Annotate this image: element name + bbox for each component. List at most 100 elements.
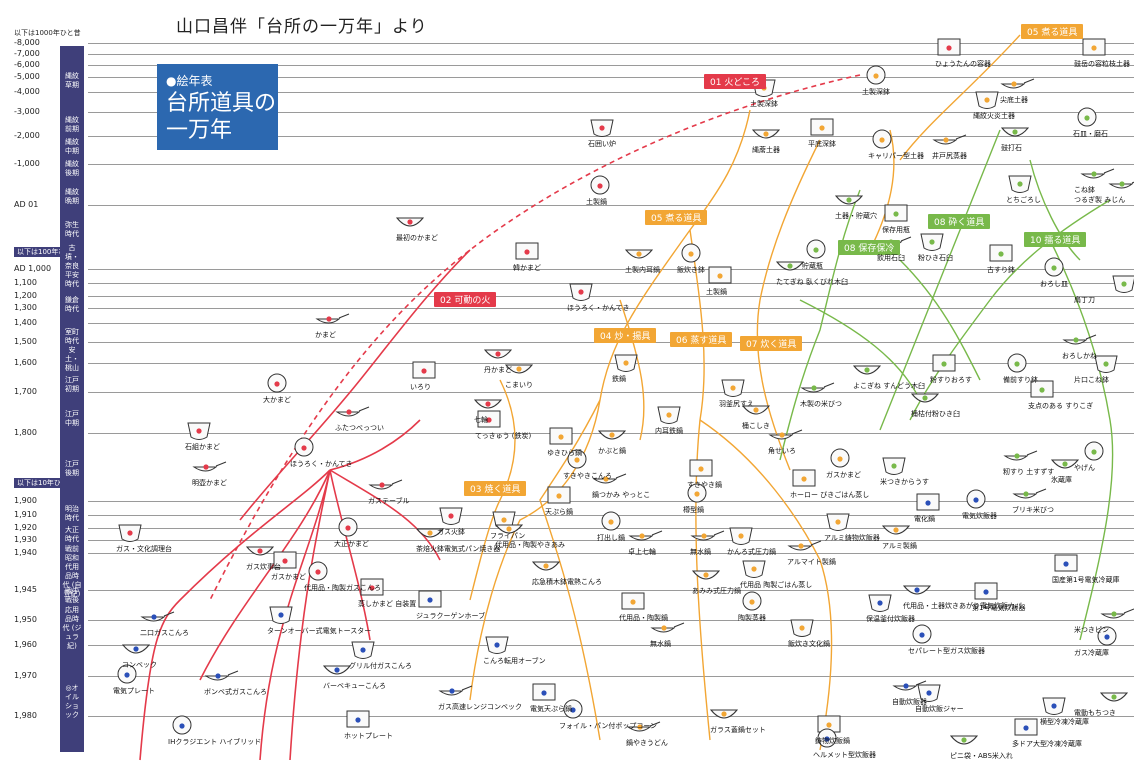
item-sketch xyxy=(882,457,906,475)
item-sketch xyxy=(806,239,826,259)
item-sketch xyxy=(477,410,501,428)
item-sketch xyxy=(192,461,227,472)
item-label: すきやき鍋 xyxy=(687,481,722,489)
item-label: 代用品・陶製ガスこんろ xyxy=(304,584,381,592)
item-sketch xyxy=(810,118,834,136)
item-label: 土製鍋 xyxy=(706,288,727,296)
item-label: 土製深鉢 xyxy=(862,88,890,96)
item-sketch xyxy=(884,204,908,222)
item-sketch xyxy=(1094,355,1118,373)
year-label: 1,960 xyxy=(14,640,37,649)
item-label: すきやきこんろ xyxy=(563,472,612,480)
item-label: コンベック xyxy=(122,661,157,669)
year-gridline xyxy=(88,283,1134,284)
item-sketch xyxy=(775,261,805,271)
item-label: 代用品・陶製やきあみ xyxy=(495,541,565,549)
item-sketch xyxy=(395,217,425,227)
item-sketch xyxy=(1012,488,1047,499)
item-sketch xyxy=(830,448,850,468)
item-sketch xyxy=(140,611,175,622)
item-label: 電気炊飯器 xyxy=(962,512,997,520)
item-label: かぶと鍋 xyxy=(598,447,626,455)
item-label: 韓かまど xyxy=(513,264,541,272)
year-label: 1,900 xyxy=(14,496,37,505)
item-label: 電気天ぷら鍋 xyxy=(530,705,572,713)
item-sketch xyxy=(473,399,503,409)
year-label: 1,600 xyxy=(14,358,37,367)
item-label: 氷蔵庫 xyxy=(1051,476,1072,484)
item-sketch xyxy=(742,591,762,611)
item-label: 飯炊き鉢 xyxy=(677,266,705,274)
item-label: IHクラジエント ハイブリッド xyxy=(168,738,262,746)
item-label: 保存用瓶 xyxy=(882,226,910,234)
item-sketch xyxy=(569,283,593,301)
item-label: フライパン xyxy=(490,532,526,540)
item-label: ひょうたんの容器 xyxy=(935,60,991,68)
item-sketch xyxy=(741,405,771,415)
item-label: ゆきひら鍋 xyxy=(547,449,582,457)
item-sketch xyxy=(346,710,370,728)
item-sketch xyxy=(485,636,509,654)
item-label: こんろ転用オーブン xyxy=(483,657,546,665)
item-sketch xyxy=(687,483,707,503)
item-sketch xyxy=(787,540,822,551)
item-sketch xyxy=(547,486,571,504)
item-label: 丹かまど xyxy=(484,366,512,374)
item-label: 大かまど xyxy=(263,396,291,404)
category-label-10: 10 擂る道具 xyxy=(1024,232,1087,247)
item-label: ホットプレート xyxy=(344,732,393,740)
item-label: ガスかまど xyxy=(271,573,306,581)
year-label: -7,000 xyxy=(14,49,40,58)
item-label: 羽釜尻すえ xyxy=(719,400,754,408)
item-sketch xyxy=(1008,175,1032,193)
year-label: 1,945 xyxy=(14,585,37,594)
year-label: 1,950 xyxy=(14,615,37,624)
item-label: アルミ鋳物炊飯器 xyxy=(824,534,880,542)
year-gridline xyxy=(88,205,1134,206)
item-sketch xyxy=(729,527,753,545)
item-label: 桶こしき xyxy=(742,422,770,430)
item-label: ヘルメット型炊飯器 xyxy=(813,751,876,759)
item-label: 横型冷凍冷蔵庫 xyxy=(1040,718,1089,726)
item-sketch xyxy=(920,233,944,251)
category-label-06: 06 蒸す道具 xyxy=(670,332,733,347)
item-label: ガス冷蔵庫 xyxy=(1074,649,1109,657)
year-label: -8,000 xyxy=(14,38,40,47)
item-label: 自動炊飯器 xyxy=(892,698,927,706)
item-label: 無水鍋 xyxy=(690,548,711,556)
item-sketch xyxy=(504,364,534,374)
item-sketch xyxy=(1050,459,1080,469)
category-label-08a: 08 保存保冷 xyxy=(838,240,901,255)
item-sketch xyxy=(800,382,835,393)
item-sketch xyxy=(966,489,986,509)
item-sketch xyxy=(415,528,445,538)
item-sketch xyxy=(657,406,681,424)
item-label: キャリパー型土器 xyxy=(868,152,924,160)
chart-title-box: ●絵年表 台所道具の一万年 xyxy=(157,64,278,150)
year-label: -6,000 xyxy=(14,60,40,69)
period-label: 縄紋晩期 xyxy=(65,188,79,205)
item-sketch xyxy=(245,546,275,556)
item-sketch xyxy=(650,622,685,633)
period-label: 代用品時代 (自登紀) xyxy=(62,563,82,598)
item-sketch xyxy=(826,513,850,531)
item-label: 縄蓆土器 xyxy=(752,146,780,154)
item-label: ほうろく・かんてき xyxy=(567,304,630,312)
year-label: 1,930 xyxy=(14,535,37,544)
item-label: ガス火鉢 xyxy=(437,528,465,536)
item-sketch xyxy=(916,493,940,511)
item-label: ほうろく・かんてき xyxy=(290,460,353,468)
item-sketch xyxy=(567,449,587,469)
item-label: 代用品 陶製ごはん蒸し xyxy=(740,581,813,589)
period-label: 江戸初期 xyxy=(65,376,79,393)
item-sketch xyxy=(601,511,621,531)
year-label: 1,200 xyxy=(14,291,37,300)
year-gridline xyxy=(88,676,1134,677)
period-bar xyxy=(60,46,84,752)
period-label: 古墳・奈良 xyxy=(65,244,79,270)
item-label: ガステーブル xyxy=(368,497,410,505)
item-sketch xyxy=(989,244,1013,262)
item-label: 飲用石臼 xyxy=(877,254,905,262)
